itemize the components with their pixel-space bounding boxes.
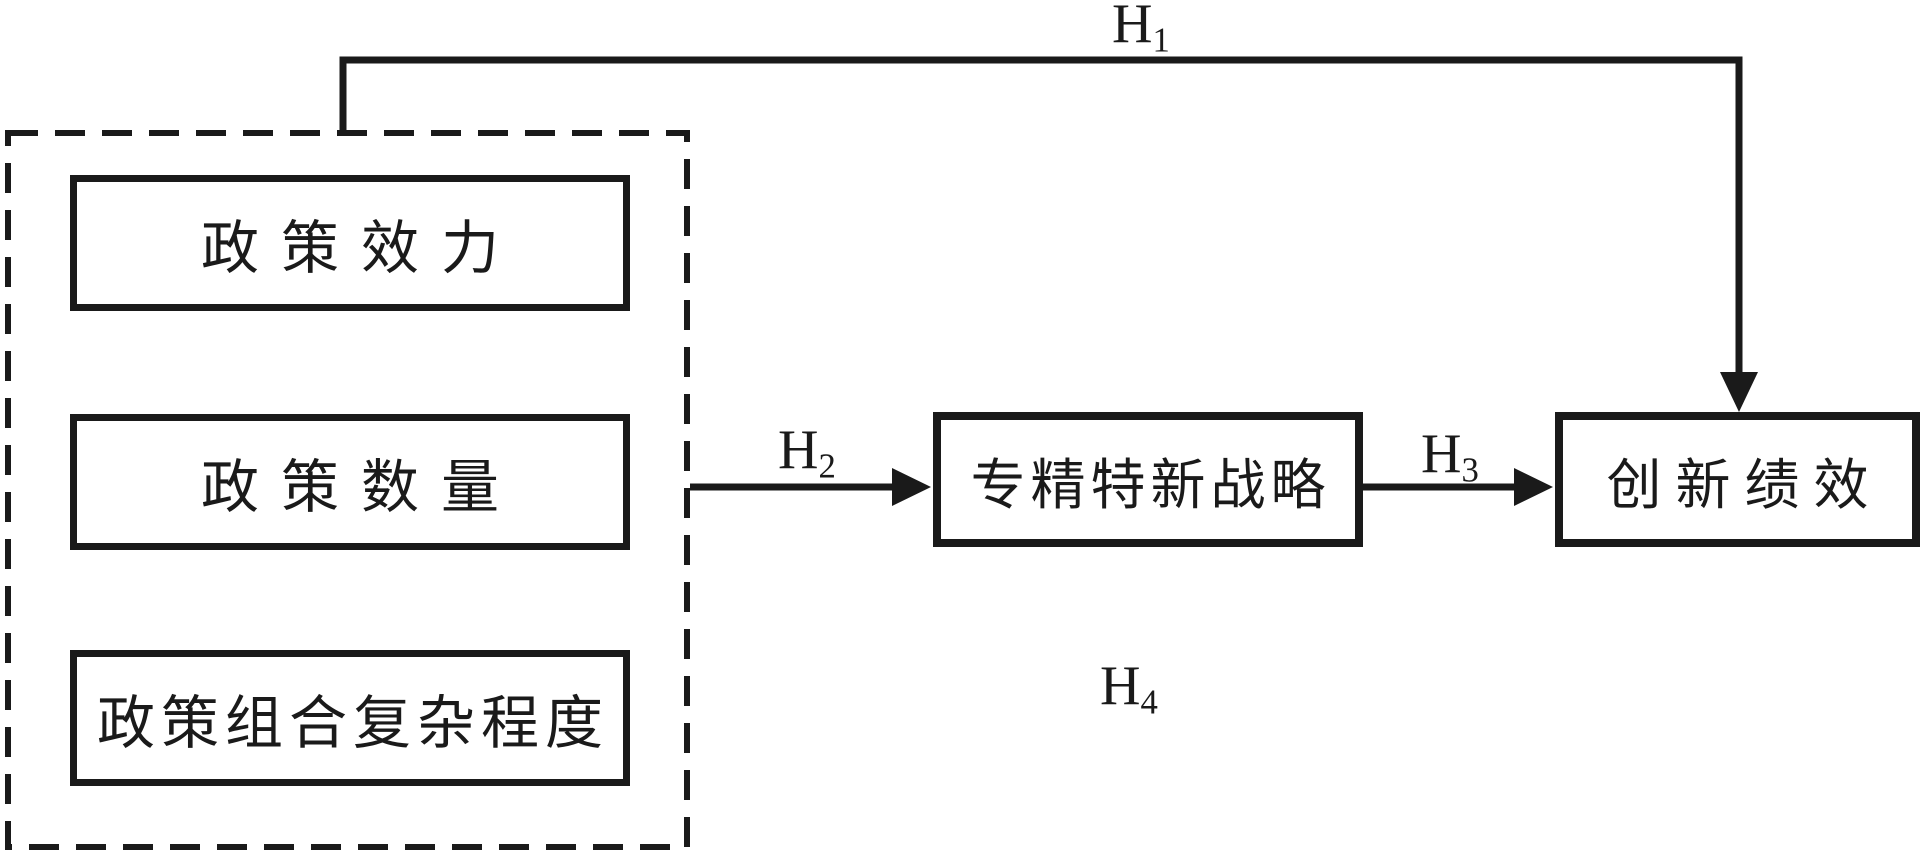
policy-effectiveness-label: 政策效力	[200, 216, 521, 281]
policy-quantity-box: 政策数量	[70, 414, 630, 550]
h3-arrowhead	[1514, 468, 1553, 506]
policy-mix-complexity-label: 政策组合复杂程度	[96, 691, 609, 756]
h3-label: H3	[1421, 423, 1479, 490]
policy-quantity-label: 政策数量	[200, 455, 521, 520]
policy-mix-complexity-box: 政策组合复杂程度	[70, 650, 630, 786]
h4-label: H4	[1100, 655, 1158, 722]
h2-label: H2	[778, 419, 836, 486]
h1-arrowhead	[1720, 372, 1758, 412]
innovation-performance-label: 创新绩效	[1606, 454, 1883, 516]
strategy-mediator-label: 专精特新战略	[970, 454, 1331, 516]
innovation-performance-box: 创新绩效	[1555, 412, 1920, 547]
h1-connector-line	[339, 56, 1743, 374]
strategy-mediator-box: 专精特新战略	[933, 412, 1363, 547]
h2-arrowhead	[892, 468, 931, 506]
policy-effectiveness-box: 政策效力	[70, 175, 630, 311]
h1-label: H1	[1112, 0, 1170, 60]
policy-group-dashed-border	[5, 130, 690, 850]
